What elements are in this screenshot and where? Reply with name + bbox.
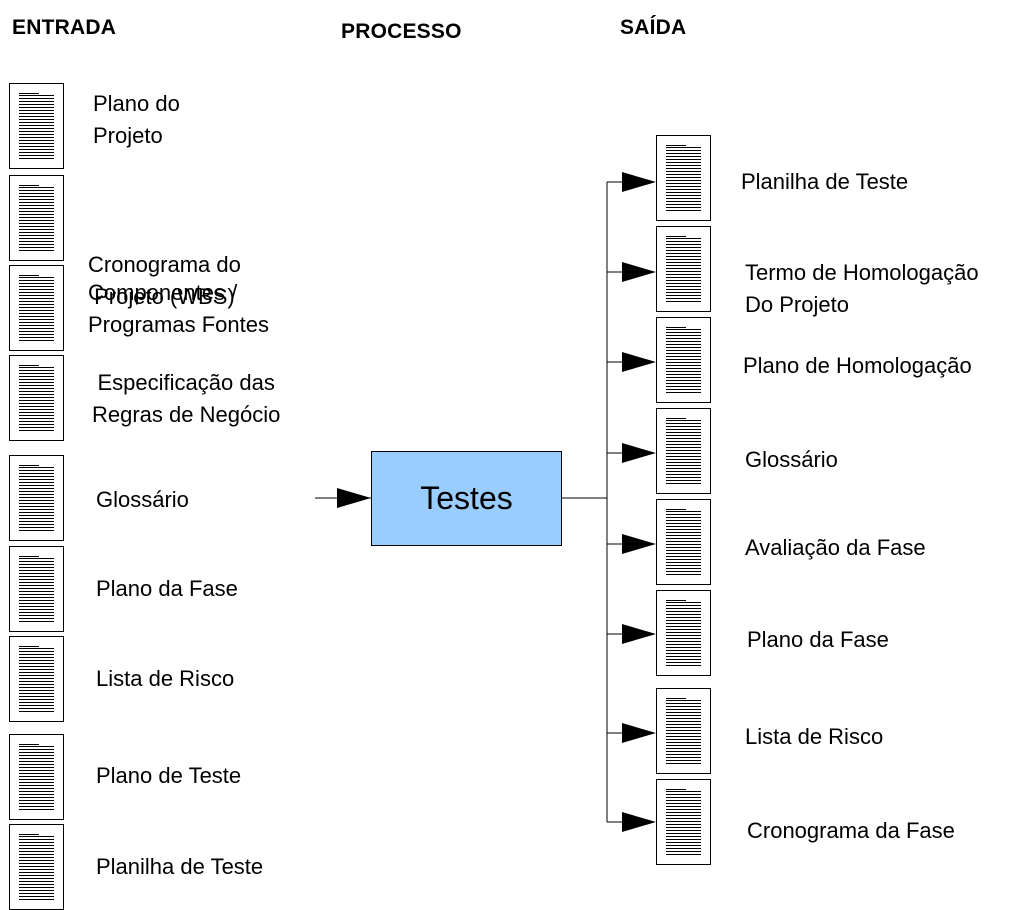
header-saida: SAÍDA	[620, 16, 687, 39]
output-document-icon	[656, 408, 711, 494]
output-label: Plano de Homologação	[743, 353, 972, 378]
arrowhead-icon	[622, 723, 656, 743]
output-label: Planilha de Teste	[741, 169, 909, 194]
output-document-icon	[656, 590, 711, 676]
process-label: Testes	[420, 480, 513, 516]
input-document-icon	[9, 265, 64, 351]
arrowhead-icon	[622, 262, 656, 282]
output-label: Lista de Risco	[745, 724, 884, 749]
arrowhead-icon	[622, 812, 656, 832]
output-label: Plano da Fase	[747, 627, 889, 652]
input-document-icon	[9, 824, 64, 910]
output-label: Cronograma da Fase	[747, 818, 955, 843]
arrowhead-icon	[622, 172, 656, 192]
output-document-icon	[656, 135, 711, 221]
input-document-icon	[9, 734, 64, 820]
arrowhead-icon	[622, 624, 656, 644]
header-processo: PROCESSO	[341, 20, 462, 43]
input-label: Plano da Fase	[96, 576, 238, 601]
input-document-icon	[9, 546, 64, 632]
arrowhead-icon	[622, 534, 656, 554]
input-document-icon	[9, 455, 64, 541]
input-document-icon	[9, 355, 64, 441]
output-document-icon	[656, 226, 711, 312]
output-document-icon	[656, 499, 711, 585]
arrowhead-icon	[337, 488, 371, 508]
input-label: Lista de Risco	[96, 666, 235, 691]
input-label: Plano de Teste	[96, 763, 242, 788]
process-box-testes: Testes	[371, 451, 562, 546]
input-document-icon	[9, 175, 64, 261]
output-label: Avaliação da Fase	[745, 535, 926, 560]
input-document-icon	[9, 636, 64, 722]
arrowhead-icon	[622, 443, 656, 463]
output-document-icon	[656, 688, 711, 774]
input-label: Planilha de Teste	[96, 854, 264, 879]
input-document-icon	[9, 83, 64, 169]
output-document-icon	[656, 317, 711, 403]
input-label: Cronograma do Projeto (WBS)	[88, 252, 241, 309]
arrowhead-icon	[622, 352, 656, 372]
input-label: Componentes /Programas Fontes	[88, 280, 269, 337]
output-label: Glossário	[745, 447, 838, 472]
output-document-icon	[656, 779, 711, 865]
header-entrada: ENTRADA	[12, 16, 117, 39]
input-label: Glossário	[96, 487, 189, 512]
